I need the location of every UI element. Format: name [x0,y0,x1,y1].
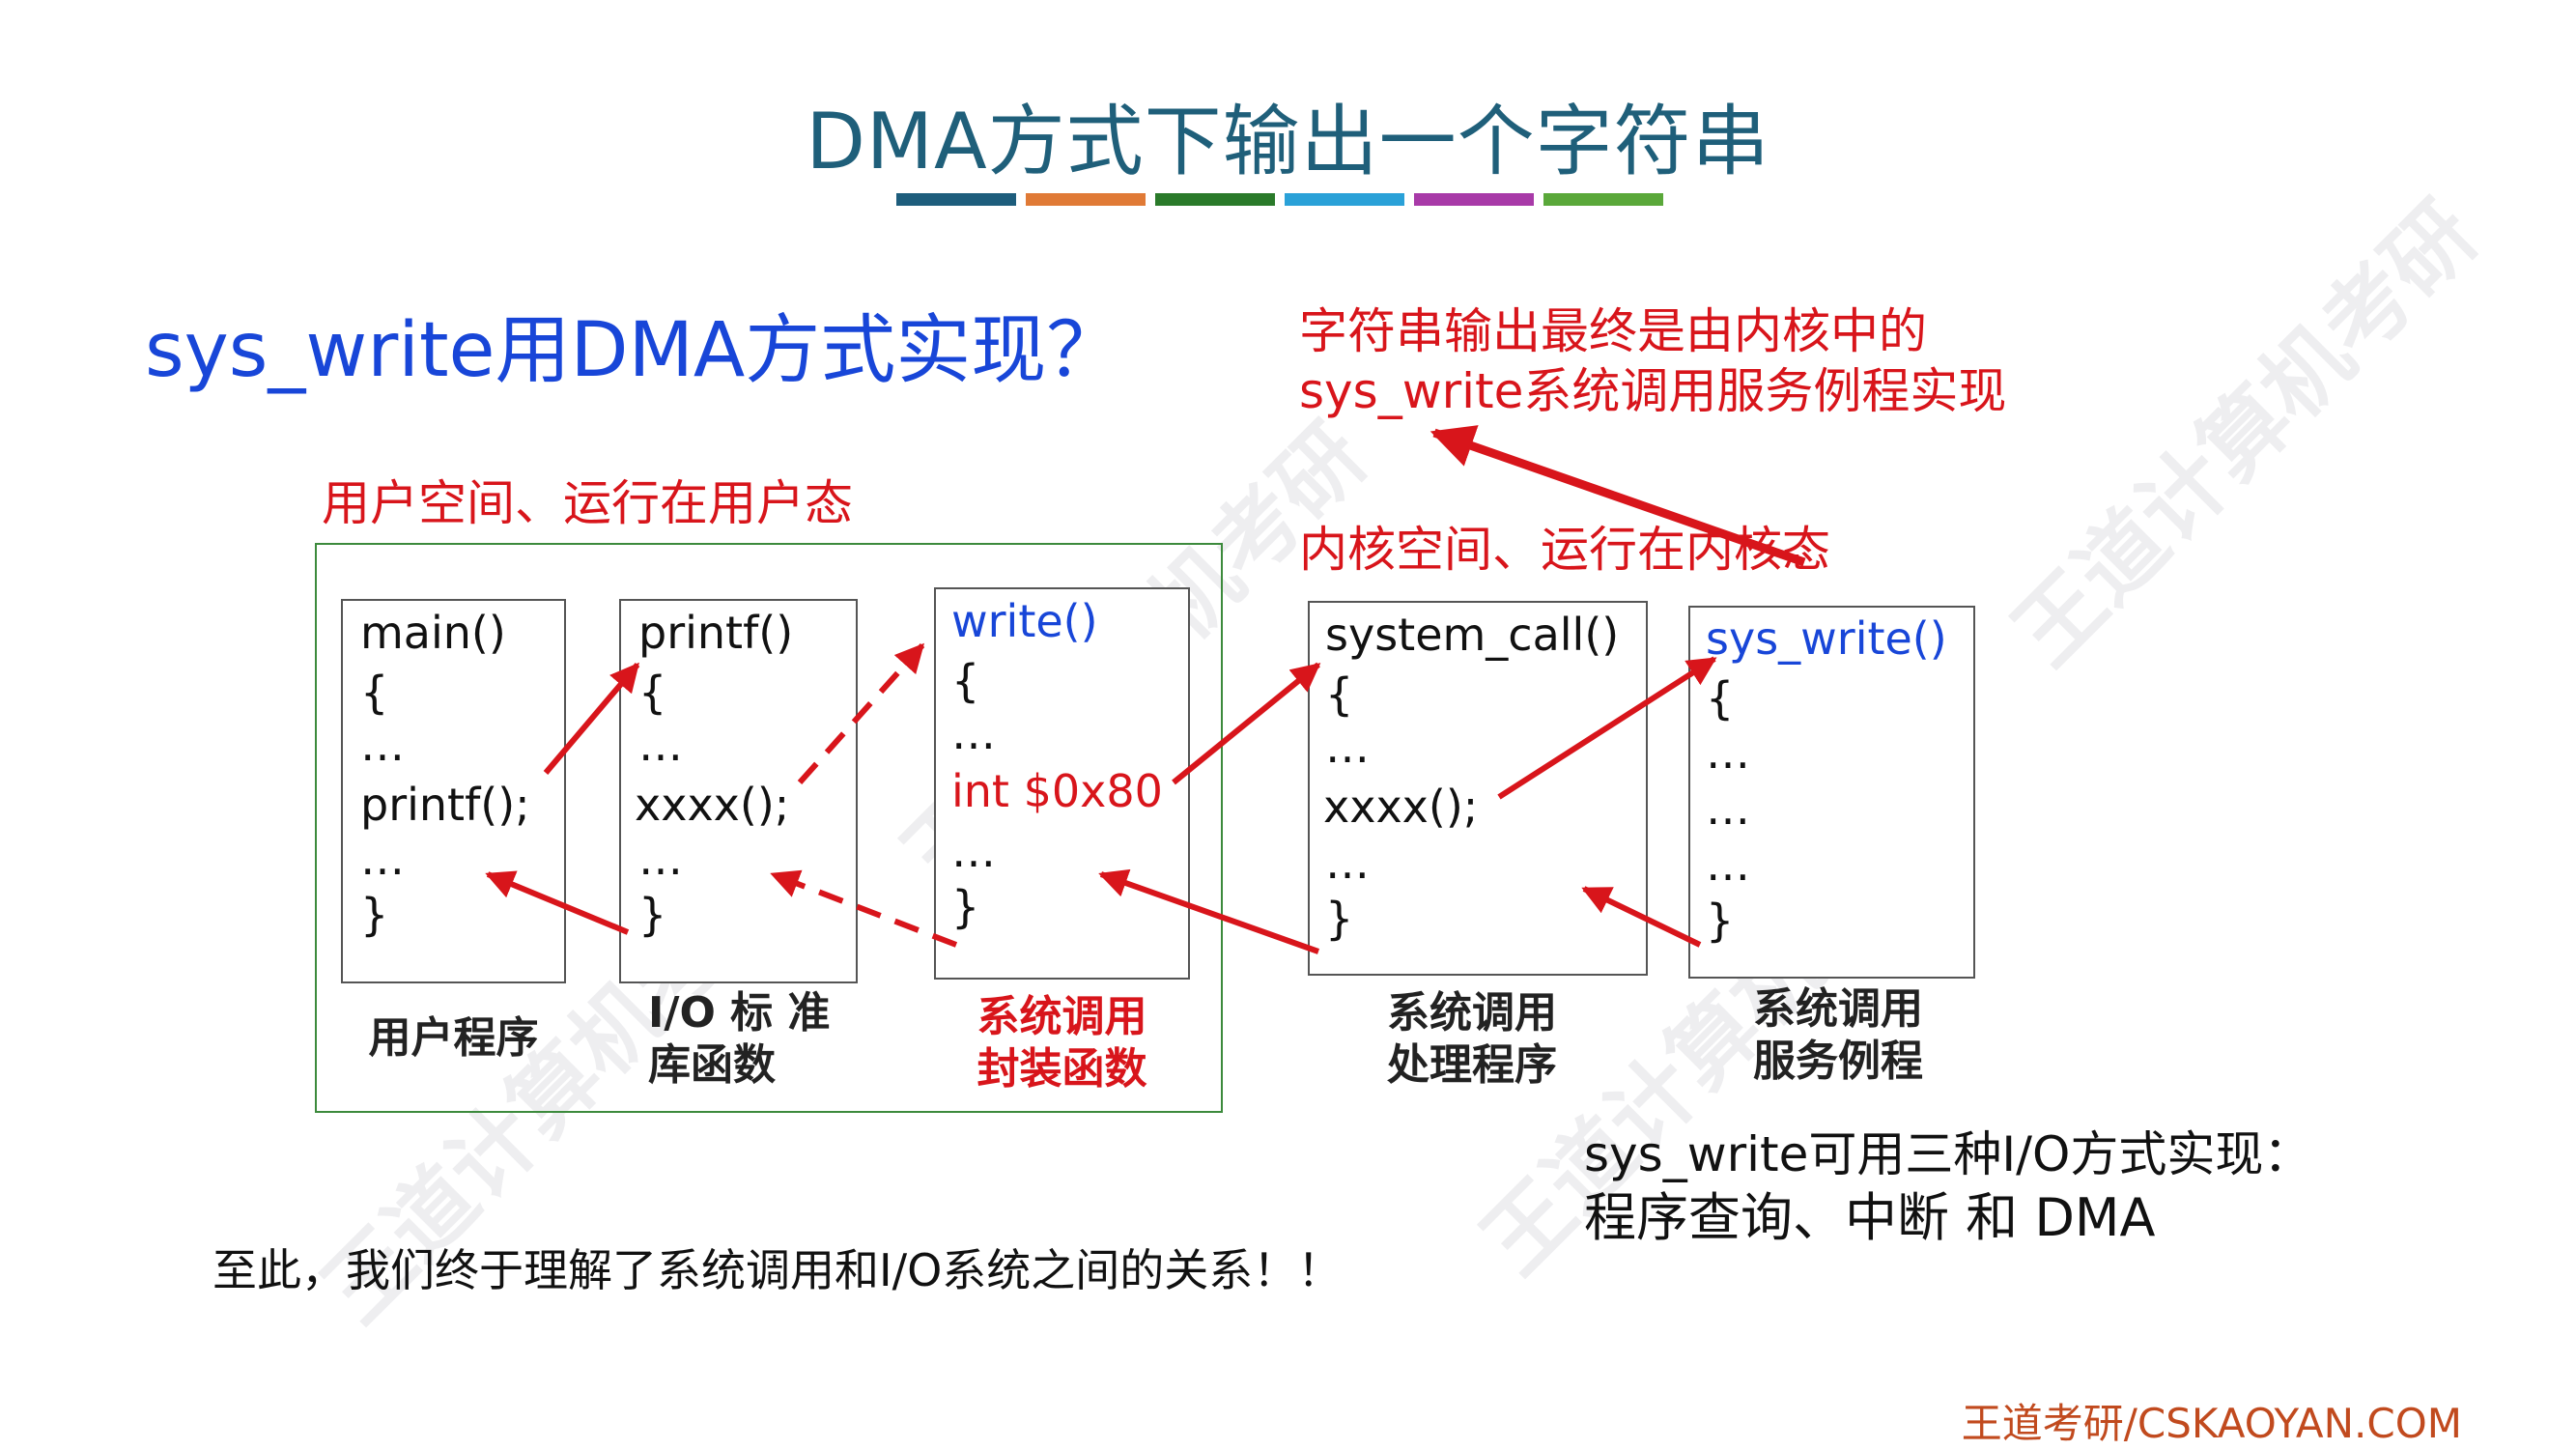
kernel-space-label: 内核空间、运行在内核态 [1299,522,1830,578]
code-line: … [1325,721,1370,773]
code-line: int $0x80 [951,765,1163,817]
syscall-wrapper-box [934,587,1190,980]
stripe-1 [896,193,1016,206]
stripe-4 [1285,193,1404,206]
stripe-3 [1155,193,1275,206]
code-line: { [951,655,980,707]
caption-line: 封装函数 [977,1044,1147,1094]
code-line: … [638,833,683,885]
code-line: } [1325,893,1354,945]
caption-line: I/O 标 准 [648,988,831,1038]
code-line: … [360,719,405,771]
io-library-box [619,599,858,983]
dma-note: sys_write可用三种I/O方式实现： 程序查询、中断 和 DMA [1584,1123,2311,1250]
dispatch-arrow [1497,656,1717,800]
kernel-note-line1: 字符串输出最终是由内核中的 [1299,303,1927,359]
caption-line: 处理程序 [1387,1040,1557,1090]
code-line: } [1706,895,1735,947]
box-caption: 用户程序 [341,1012,566,1065]
user-program-box [341,599,566,983]
code-line: { [360,667,389,719]
caption-line: 系统调用 [977,992,1147,1041]
caption-line: 系统调用 [1753,984,1923,1034]
code-line: … [638,719,683,771]
service-routine-box [1688,606,1975,979]
box-caption: I/O 标 准 库函数 [619,987,841,1092]
call-arrow-dashed [797,642,925,784]
slide-title: DMA方式下输出一个字符串 [806,97,1770,186]
code-line: … [1706,726,1750,779]
return-arrow [1581,886,1702,948]
user-space-label: 用户空间、运行在用户态 [322,475,853,531]
code-line: system_call() [1325,609,1620,661]
kernel-note-line2: sys_write系统调用服务例程实现 [1299,363,2007,419]
kernel-note: 字符串输出最终是由内核中的 sys_write系统调用服务例程实现 [1299,301,2006,421]
question-heading: sys_write用DMA方式实现？ [145,307,1122,394]
stripe-2 [1026,193,1146,206]
caption-line: 系统调用 [1387,988,1557,1038]
stripe-5 [1414,193,1534,206]
note-pointer-arrow [1430,425,1806,567]
code-line: } [360,889,389,941]
stripe-6 [1543,193,1663,206]
code-line: … [360,833,405,885]
return-arrow [1098,868,1320,954]
code-line: printf(); [360,779,530,831]
code-line: … [951,707,996,759]
return-arrow-dashed [770,869,958,948]
call-arrow [543,662,640,775]
caption-line: 服务例程 [1753,1037,1923,1086]
title-underline [896,193,1663,206]
conclusion-text: 至此，我们终于理解了系统调用和I/O系统之间的关系！！ [212,1244,1343,1296]
code-line: xxxx(); [635,779,790,831]
box-caption: 系统调用 服务例程 [1688,983,1988,1088]
return-arrow [485,870,630,935]
syscall-handler-box [1308,601,1648,976]
code-line: xxxx(); [1323,781,1479,833]
code-line: … [951,825,996,877]
trap-arrow [1172,662,1321,785]
dma-note-line1: sys_write可用三种I/O方式实现： [1584,1126,2312,1182]
code-line: … [1325,837,1370,889]
caption-line: 用户程序 [368,1013,539,1063]
code-line: … [1706,782,1750,835]
code-line: } [951,881,980,933]
code-line: write() [951,595,1098,647]
code-line: main() [360,607,506,659]
footer-brand: 王道考研/CSKAOYAN.COM [1961,1400,2462,1447]
box-caption: 系统调用 处理程序 [1308,987,1636,1092]
code-line: … [1706,839,1750,891]
code-line: { [1325,668,1354,721]
code-line: sys_write() [1706,612,1947,665]
caption-line: 库函数 [648,1040,776,1090]
user-space-frame [315,543,1223,1113]
code-line: { [638,667,667,719]
dma-note-line2: 程序查询、中断 和 DMA [1584,1187,2156,1248]
box-caption: 系统调用 封装函数 [934,991,1190,1095]
code-line: } [638,889,667,941]
code-line: printf() [638,607,794,659]
